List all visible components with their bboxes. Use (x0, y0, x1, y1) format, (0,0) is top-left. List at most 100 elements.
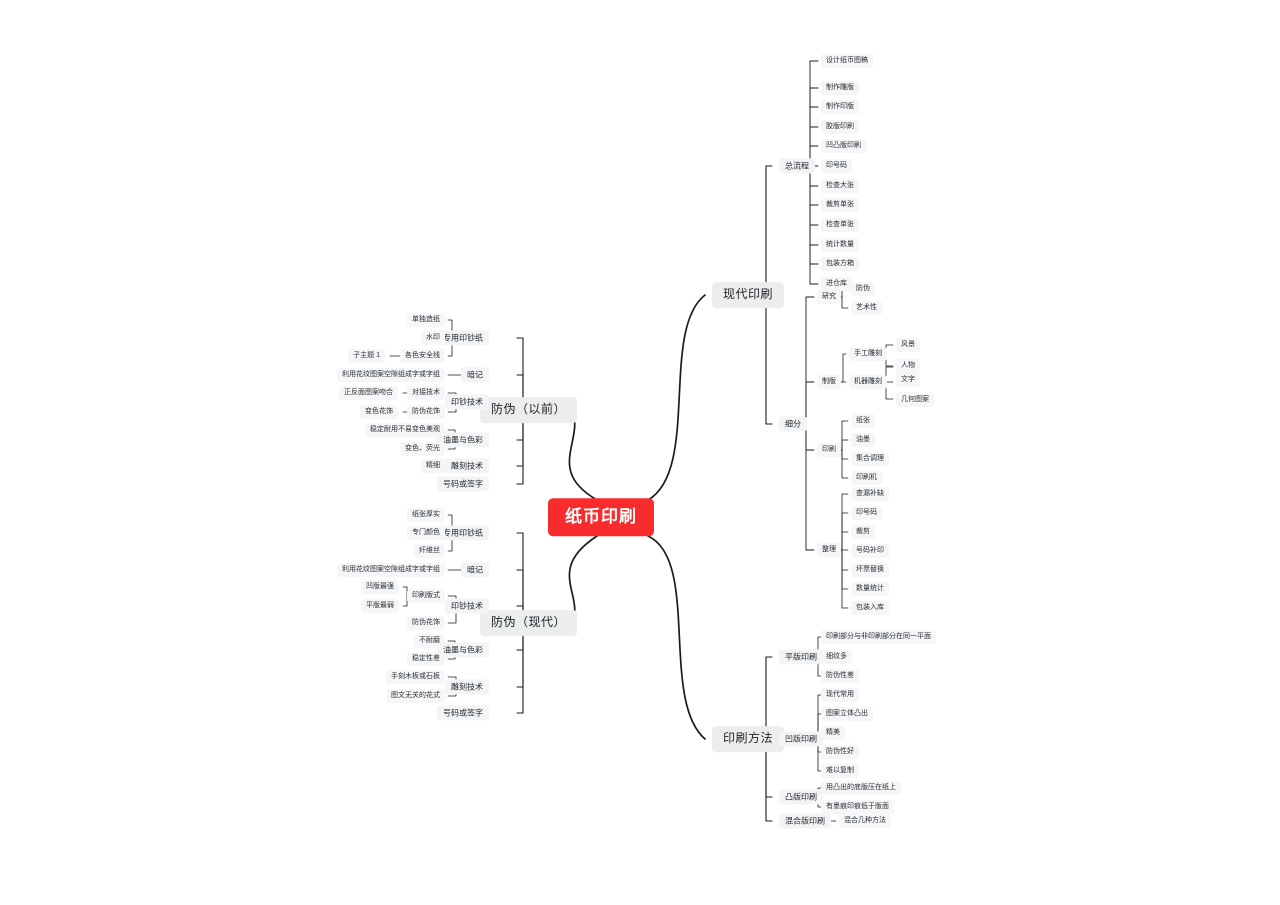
leaf[interactable]: 统计数量 (821, 237, 859, 253)
leaf[interactable]: 文字 (896, 372, 920, 388)
node-hand-engraving[interactable]: 手工雕刻 (849, 346, 887, 362)
leaf[interactable]: 印号码 (821, 158, 852, 174)
node-security-pattern[interactable]: 防伪花饰 (407, 615, 445, 631)
node-relief[interactable]: 凸版印刷 (779, 789, 823, 805)
leaf[interactable]: 制作印版 (821, 99, 859, 115)
node-security-pattern[interactable]: 防伪花饰 (407, 404, 445, 420)
leaf[interactable]: 纸张 (851, 413, 875, 429)
connector (647, 535, 706, 740)
node-engraving-tech[interactable]: 雕刻技术 (445, 679, 489, 695)
leaf[interactable]: 集合调理 (851, 451, 889, 467)
leaf[interactable]: 进仓库 (821, 276, 852, 292)
node-secret-mark[interactable]: 暗记 (461, 367, 489, 383)
node-ink-color[interactable]: 油墨与色彩 (437, 432, 489, 448)
node-research[interactable]: 研究 (817, 289, 841, 305)
node-serial-signature[interactable]: 号码或签字 (437, 476, 489, 492)
leaf[interactable]: 艺术性 (851, 300, 882, 316)
leaf[interactable]: 包装入库 (851, 600, 889, 616)
root[interactable]: 纸币印刷 (548, 498, 654, 536)
leaf[interactable]: 精细 (421, 458, 445, 474)
leaf[interactable]: 防伪 (851, 281, 875, 297)
leaf[interactable]: 凹凸版印刷 (821, 138, 866, 154)
leaf[interactable]: 几何图案 (896, 392, 934, 408)
node-serial-signature[interactable]: 号码或签字 (437, 705, 489, 721)
leaf[interactable]: 利用花纹图案空隙组成字或字组 (337, 562, 445, 578)
leaf[interactable]: 检查大张 (821, 178, 859, 194)
leaf[interactable]: 正反面图案吻合 (339, 385, 398, 401)
leaf[interactable]: 油墨 (851, 432, 875, 448)
leaf[interactable]: 设计纸币图稿 (821, 53, 873, 69)
leaf[interactable]: 用凸出的底版压在纸上 (821, 780, 901, 796)
leaf[interactable]: 纤维丝 (414, 543, 445, 559)
leaf[interactable]: 精美 (821, 725, 845, 741)
connector (568, 409, 598, 501)
leaf[interactable]: 胶版印刷 (821, 119, 859, 135)
leaf[interactable]: 细纹多 (821, 649, 852, 665)
leaf[interactable]: 混合几种方法 (839, 813, 891, 829)
leaf[interactable]: 单独造纸 (407, 312, 445, 328)
leaf[interactable]: 平版最弱 (361, 598, 399, 614)
leaf[interactable]: 稳定性差 (407, 651, 445, 667)
leaf[interactable]: 制作雕版 (821, 80, 859, 96)
node-special-paper[interactable]: 专用印钞纸 (437, 330, 489, 346)
leaf[interactable]: 难以复制 (821, 763, 859, 779)
node-sorting[interactable]: 整理 (817, 542, 841, 558)
branch-anti-counterfeit-former[interactable]: 防伪（以前） (479, 397, 577, 423)
leaf[interactable]: 坏票替换 (851, 562, 889, 578)
connector (801, 165, 819, 265)
leaf[interactable]: 稳定耐用不易变色美观 (365, 422, 445, 438)
node-lithography[interactable]: 平版印刷 (779, 649, 823, 665)
branch-modern-printing[interactable]: 现代印刷 (712, 282, 785, 308)
connector (647, 294, 706, 501)
node-printing-tech[interactable]: 印钞技术 (445, 394, 489, 410)
connector (801, 87, 819, 167)
node-intaglio[interactable]: 凹版印刷 (779, 731, 823, 747)
node-printing-tech[interactable]: 印钞技术 (445, 598, 489, 614)
leaf[interactable]: 印刷机 (851, 470, 882, 486)
leaf[interactable]: 查漏补缺 (851, 486, 889, 502)
node-overall-process[interactable]: 总流程 (779, 158, 815, 174)
leaf[interactable]: 风景 (896, 337, 920, 353)
leaf[interactable]: 检查单张 (821, 217, 859, 233)
leaf[interactable]: 防伪性好 (821, 744, 859, 760)
node-machine-engraving[interactable]: 机器雕刻 (849, 374, 887, 390)
leaf[interactable]: 图文无关的花式 (386, 688, 445, 704)
leaf[interactable]: 人物 (896, 358, 920, 374)
leaf[interactable]: 号码补印 (851, 543, 889, 559)
leaf[interactable]: 包装方箱 (821, 256, 859, 272)
node-plate-format[interactable]: 印刷版式 (407, 588, 445, 604)
leaf[interactable]: 纸张厚实 (407, 507, 445, 523)
leaf[interactable]: 防伪性差 (821, 668, 859, 684)
node-special-paper[interactable]: 专用印钞纸 (437, 525, 489, 541)
node-engraving-tech[interactable]: 雕刻技术 (445, 458, 489, 474)
leaf[interactable]: 数量统计 (851, 581, 889, 597)
node-plate-making[interactable]: 制版 (817, 374, 841, 390)
leaf[interactable]: 利用花纹图案空隙组成字或字组 (337, 367, 445, 383)
leaf[interactable]: 变色、荧光 (400, 441, 445, 457)
leaf[interactable]: 手刻木板或石板 (386, 669, 445, 685)
leaf[interactable]: 不耐磨 (414, 633, 445, 649)
leaf[interactable]: 变色花饰 (360, 404, 398, 420)
node-mixed[interactable]: 混合版印刷 (779, 813, 831, 829)
leaf[interactable]: 凹版最强 (361, 579, 399, 595)
node-secret-mark[interactable]: 暗记 (461, 562, 489, 578)
leaf[interactable]: 裁剪 (851, 524, 875, 540)
leaf[interactable]: 图案立体凸出 (821, 706, 873, 722)
node-printing[interactable]: 印刷 (817, 442, 841, 458)
leaf[interactable]: 水印 (421, 330, 445, 346)
leaf[interactable]: 有墨痕印痕低于版面 (821, 799, 894, 815)
node-ink-color[interactable]: 油墨与色彩 (437, 642, 489, 658)
branch-printing-methods[interactable]: 印刷方法 (712, 726, 785, 752)
leaf[interactable]: 裁剪单张 (821, 197, 859, 213)
leaf[interactable]: 现代常用 (821, 687, 859, 703)
branch-anti-counterfeit-modern[interactable]: 防伪（现代） (479, 610, 577, 636)
node-subdivision[interactable]: 细分 (779, 416, 807, 432)
node-registration[interactable]: 对接技术 (407, 385, 445, 401)
node-security-thread[interactable]: 各色安全线 (400, 348, 445, 364)
leaf[interactable]: 印刷部分与非印刷部分在同一平面 (821, 629, 936, 645)
leaf[interactable]: 子主题 1 (348, 348, 385, 364)
leaf[interactable]: 印号码 (851, 505, 882, 521)
leaf[interactable]: 专门颜色 (407, 525, 445, 541)
